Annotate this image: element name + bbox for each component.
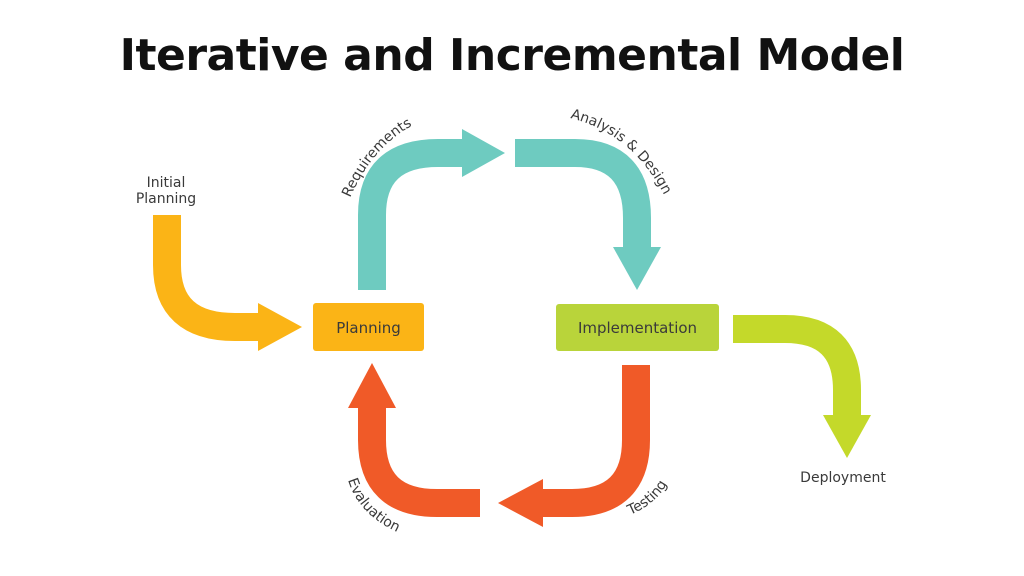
analysis-design-arrow (515, 139, 661, 290)
requirements-arrow (358, 129, 505, 290)
initial-label-line1: Initial (147, 175, 186, 191)
initial-planning-arrow (153, 215, 302, 351)
testing-arrow (498, 365, 650, 527)
evaluation-arrow (348, 363, 480, 517)
implementation-label: Implementation (578, 319, 697, 337)
implementation-node: Implementation (556, 304, 719, 351)
diagram-title: Iterative and Incremental Model (119, 30, 905, 81)
planning-node: Planning (313, 303, 424, 351)
planning-label: Planning (336, 319, 401, 337)
deployment-arrow (733, 315, 871, 458)
deployment-label: Deployment (800, 470, 886, 486)
initial-label-line2: Planning (136, 191, 196, 207)
